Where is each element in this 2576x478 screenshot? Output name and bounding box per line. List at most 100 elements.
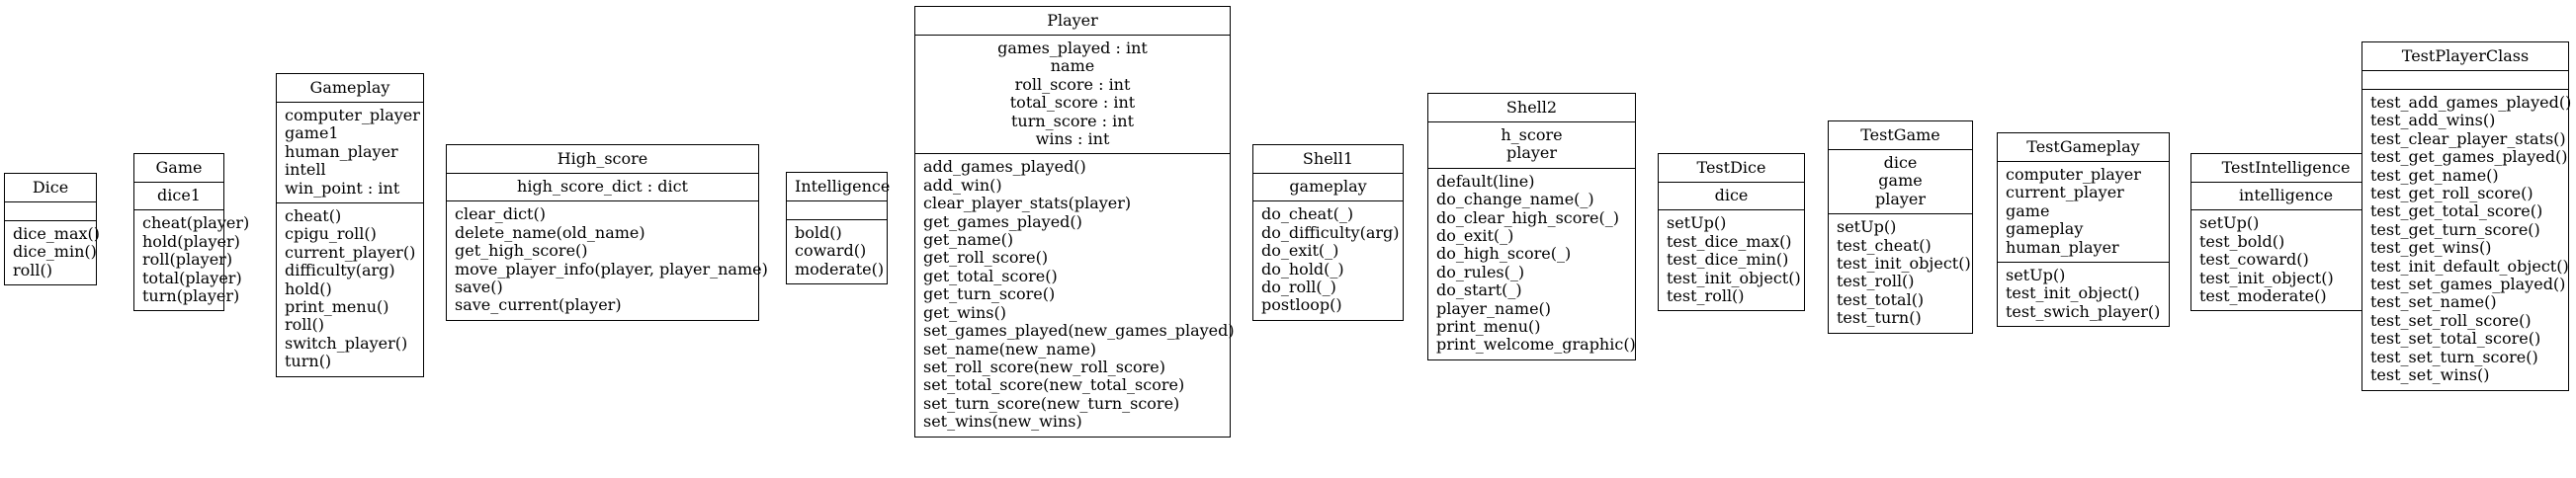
class-methods: setUp()test_bold()test_coward()test_init…: [2191, 210, 2380, 310]
class-methods: test_add_games_played()test_add_wins()te…: [2362, 90, 2572, 390]
attribute: game: [2006, 200, 2050, 220]
attribute: dice1: [157, 186, 201, 204]
method: test_init_default_object(): [2370, 256, 2569, 276]
method: postloop(): [1261, 295, 1342, 315]
class-box-testintelligence: TestIntelligence intelligence setUp()test_…: [2190, 153, 2381, 312]
method: do_rules(_): [1436, 262, 1525, 281]
method: test_init_object(): [1837, 254, 1971, 274]
method: coward(): [795, 241, 867, 261]
method: do_hold(_): [1261, 259, 1344, 279]
method: print_welcome_graphic(): [1436, 335, 1636, 355]
method: test_get_name(): [2370, 165, 2499, 185]
class-name: TestDice: [1659, 154, 1804, 183]
class-box-dice: Dice dice_max()dice_min()roll(): [4, 173, 100, 286]
method: set_games_played(new_games_played): [923, 321, 1235, 341]
method: do_cheat(_): [1261, 204, 1354, 224]
method: cpigu_roll(): [285, 224, 377, 244]
class-name: High_score: [447, 145, 758, 174]
attribute: total_score : int: [1009, 93, 1136, 113]
method: roll(player): [142, 250, 233, 270]
method: test_get_roll_score(): [2370, 184, 2533, 203]
method: test_get_total_score(): [2370, 201, 2543, 221]
method: moderate(): [795, 259, 885, 279]
class-name: Dice: [5, 174, 96, 202]
method: cheat(player): [142, 213, 250, 233]
attribute: human_player: [2006, 237, 2119, 257]
method: test_init_object(): [1667, 268, 1801, 287]
method: test_set_roll_score(): [2370, 310, 2532, 330]
attribute: intelligence: [2238, 186, 2334, 204]
attribute: computer_player: [2006, 165, 2141, 184]
method: get_high_score(): [455, 241, 588, 261]
attribute: computer_player: [285, 106, 420, 124]
method: difficulty(arg): [285, 261, 395, 280]
method: set_wins(new_wins): [923, 412, 1082, 432]
method: set_total_score(new_total_score): [923, 375, 1185, 395]
class-attributes: gameplay: [1253, 174, 1403, 202]
attribute: win_point : int: [285, 178, 400, 198]
class-name: TestIntelligence: [2191, 154, 2380, 183]
method: clear_player_stats(player): [923, 194, 1132, 213]
class-methods: setUp()test_init_object()test_swich_play…: [1998, 263, 2169, 326]
method: test_roll(): [1667, 286, 1745, 306]
method: get_total_score(): [923, 266, 1058, 285]
method: do_difficulty(arg): [1261, 222, 1400, 242]
attribute: gameplay: [1289, 177, 1367, 196]
method: test_dice_min(): [1667, 250, 1789, 270]
method: test_moderate(): [2199, 286, 2327, 306]
class-name: TestGameplay: [1998, 133, 2169, 162]
attribute: game: [1878, 171, 1923, 191]
class-methods: add_games_played()add_win()clear_player_…: [915, 154, 1235, 436]
class-attributes: dice: [1659, 183, 1804, 211]
attribute: player: [1505, 143, 1558, 163]
attribute: player: [1874, 189, 1927, 208]
method: turn(player): [142, 286, 240, 306]
method: test_set_total_score(): [2370, 329, 2541, 349]
method: get_wins(): [923, 302, 1006, 322]
attribute: h_score: [1501, 125, 1563, 144]
class-methods: setUp()test_dice_max()test_dice_min()tes…: [1659, 210, 1804, 310]
method: test_set_turn_score(): [2370, 347, 2538, 366]
class-name: TestPlayerClass: [2362, 42, 2568, 71]
attribute: gameplay: [2006, 219, 2084, 239]
method: do_start(_): [1436, 280, 1522, 300]
attribute: turn_score : int: [1010, 111, 1135, 130]
method: bold(): [795, 223, 842, 242]
method: do_exit(_): [1436, 226, 1514, 246]
method: roll(): [285, 315, 324, 335]
attribute: game1: [285, 123, 339, 143]
method: get_turn_score(): [923, 284, 1056, 304]
class-methods: dice_max()dice_min()roll(): [5, 221, 100, 284]
attribute: roll_score : int: [1014, 74, 1131, 94]
method: move_player_info(player, player_name): [455, 259, 768, 279]
class-name: Gameplay: [277, 74, 423, 103]
method: player_name(): [1436, 298, 1552, 318]
method: dice_min(): [13, 242, 97, 262]
method: cheat(): [285, 206, 342, 226]
method: test_add_wins(): [2370, 111, 2496, 130]
method: set_name(new_name): [923, 339, 1097, 358]
method: do_roll(_): [1261, 278, 1336, 297]
method: default(line): [1436, 171, 1535, 191]
method: delete_name(old_name): [455, 222, 645, 242]
method: set_roll_score(new_roll_score): [923, 357, 1165, 376]
method: do_change_name(_): [1436, 190, 1594, 209]
method: test_dice_max(): [1667, 231, 1792, 251]
method: test_add_games_played(): [2370, 93, 2572, 112]
class-methods: do_cheat(_)do_difficulty(arg)do_exit(_)d…: [1253, 201, 1403, 319]
class-methods: bold()coward()moderate(): [787, 220, 887, 283]
method: save(): [455, 278, 503, 297]
class-methods: cheat(player)hold(player)roll(player)tot…: [134, 210, 250, 310]
